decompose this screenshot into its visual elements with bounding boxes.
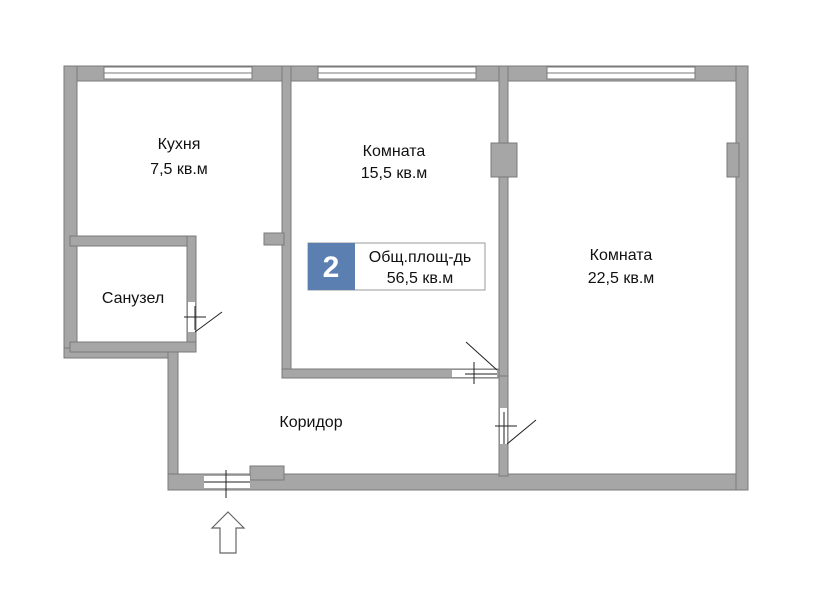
room-right-name: Комната <box>590 247 653 264</box>
rooms-count: 2 <box>323 251 340 284</box>
up-arrow-icon <box>210 511 246 554</box>
total-area-label: Общ.площ-дь <box>369 249 471 266</box>
rooms-count-badge <box>308 243 355 290</box>
door-swings <box>184 306 537 498</box>
interior-walls <box>69 65 740 481</box>
kitchen-area: 7,5 кв.м <box>150 161 208 178</box>
door-openings <box>188 302 507 488</box>
bathroom-name: Санузел <box>102 290 164 307</box>
room-middle-name: Комната <box>363 143 426 160</box>
kitchen-name: Кухня <box>158 136 201 153</box>
corridor-name: Коридор <box>279 414 342 431</box>
room-right-area: 22,5 кв.м <box>588 270 655 287</box>
room-middle-area: 15,5 кв.м <box>361 165 428 182</box>
total-area-value: 56,5 кв.м <box>387 270 454 287</box>
summary-box: 2 Общ.площ-дь 56,5 кв.м <box>307 242 486 291</box>
